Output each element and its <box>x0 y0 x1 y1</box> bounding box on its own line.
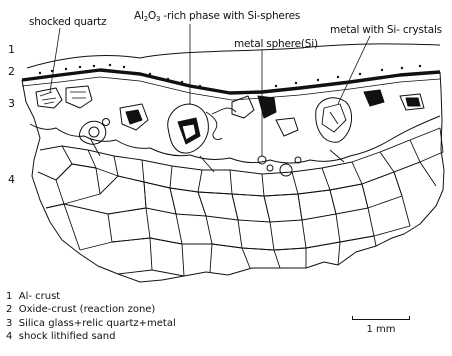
legend: 1 Al- crust 2 Oxide-crust (reaction zone… <box>6 290 176 343</box>
legend-num: 2 <box>6 304 12 315</box>
layer-number-2: 2 <box>8 66 15 78</box>
layer-number-3: 3 <box>8 98 15 110</box>
scale-bar: 1 mm <box>352 319 410 335</box>
legend-text: Silica glass+relic quartz+metal <box>19 318 176 329</box>
label-shocked-quartz: shocked quartz <box>29 16 106 28</box>
scale-bar-line <box>352 319 410 320</box>
shocked-quartz-grain <box>36 88 62 108</box>
legend-item: 2 Oxide-crust (reaction zone) <box>6 303 176 316</box>
label-al2o3-rest: -rich phase with Si-spheres <box>160 10 300 22</box>
oxide-crust-band <box>22 70 440 93</box>
scale-bar-label: 1 mm <box>352 324 410 335</box>
label-al2o3-o: O <box>148 10 156 22</box>
label-al2o3-rich-phase: Al2O3 -rich phase with Si-spheres <box>134 10 300 22</box>
legend-num: 4 <box>6 331 12 342</box>
label-metal-sphere: metal sphere(Si) <box>234 38 318 50</box>
label-al2o3-al: Al <box>134 10 144 22</box>
label-metal-crystals: metal with Si- crystals <box>330 24 442 36</box>
legend-item: 3 Silica glass+relic quartz+metal <box>6 317 176 330</box>
oxide-stipple <box>39 64 421 87</box>
legend-num: 1 <box>6 291 12 302</box>
legend-text: Al- crust <box>19 291 60 302</box>
legend-num: 3 <box>6 318 12 329</box>
quartz-grain-2 <box>66 86 92 108</box>
layer-number-4: 4 <box>8 174 15 186</box>
sand-grain-network <box>38 128 443 276</box>
legend-item: 1 Al- crust <box>6 290 176 303</box>
layer-number-1: 1 <box>8 44 15 56</box>
glass-zone-boundary <box>30 116 440 163</box>
legend-item: 4 shock lithified sand <box>6 330 176 343</box>
legend-text: Oxide-crust (reaction zone) <box>19 304 156 315</box>
legend-text: shock lithified sand <box>19 331 116 342</box>
